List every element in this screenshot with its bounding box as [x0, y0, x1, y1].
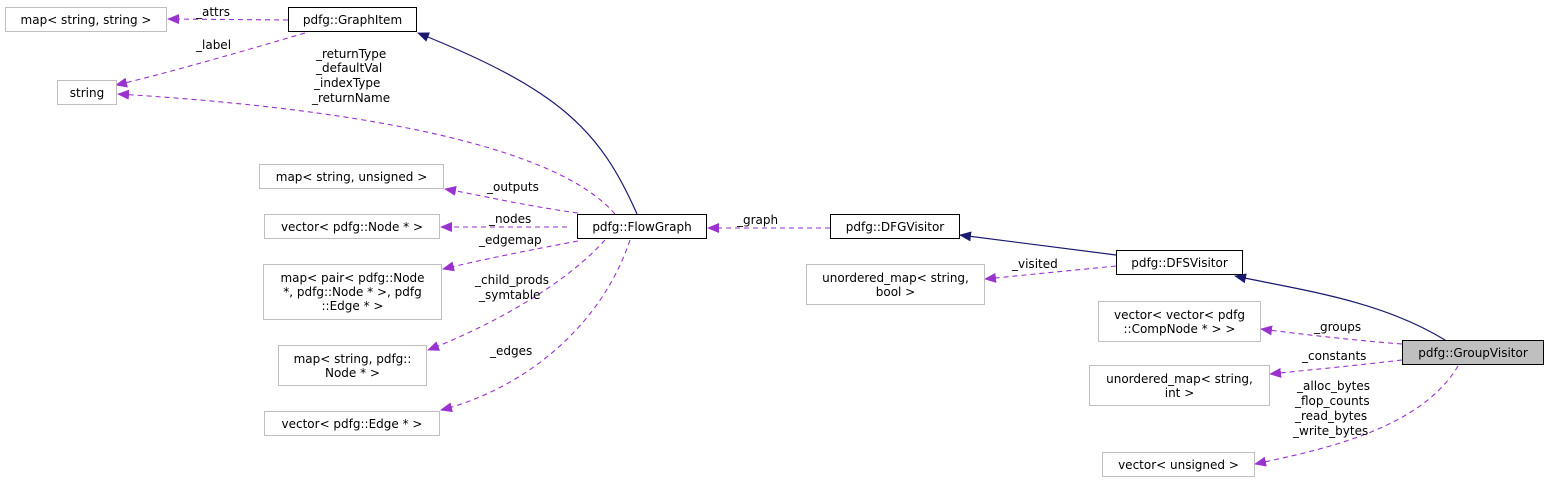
edge-flowgraph-edges — [440, 239, 631, 413]
node-flowgraph[interactable]: pdfg::FlowGraph — [577, 214, 707, 239]
node-map-pair-edge[interactable]: map< pair< pdfg::Node *, pdfg::Node * >,… — [263, 264, 442, 320]
edge-dfsvisitor-to-dfgvisitor — [959, 231, 1117, 256]
edge-label-indextype: _indexType — [313, 76, 380, 90]
edge-label-constants: _constants — [1301, 349, 1366, 363]
node-map-string-string[interactable]: map< string, string > — [5, 7, 167, 32]
edge-groupvisitor-to-dfsvisitor — [1234, 273, 1446, 341]
node-label: pdfg::DFSVisitor — [1131, 255, 1228, 270]
node-label-line: unordered_map< string, — [822, 270, 969, 285]
edge-flowgraph-to-graphitem — [417, 32, 638, 215]
node-dfsvisitor[interactable]: pdfg::DFSVisitor — [1116, 250, 1243, 275]
edge-label-readbytes: _read_bytes — [1294, 409, 1367, 423]
edge-label-symtable: _symtable — [478, 288, 540, 302]
edge-label-defaultval: _defaultVal — [315, 61, 382, 75]
node-dfgvisitor[interactable]: pdfg::DFGVisitor — [830, 214, 960, 239]
edge-label-allocbytes: _alloc_bytes — [1296, 379, 1370, 393]
node-label: vector< pdfg::Node * > — [280, 219, 424, 234]
edge-label-edgemap: _edgemap — [478, 233, 542, 247]
edge-groupvisitor-bytes — [1254, 365, 1459, 467]
node-vector-unsigned[interactable]: vector< unsigned > — [1102, 452, 1255, 477]
edge-label-visited: _visited — [1011, 257, 1058, 271]
edge-label-groups: _groups — [1313, 320, 1361, 334]
edge-label-flopcounts: _flop_counts — [1294, 394, 1370, 408]
node-label-line: Node * > — [324, 365, 380, 380]
node-map-string-unsigned[interactable]: map< string, unsigned > — [259, 164, 444, 189]
node-graphitem[interactable]: pdfg::GraphItem — [288, 7, 417, 32]
node-label: vector< unsigned > — [1118, 457, 1239, 472]
node-unordered-map-string-int[interactable]: unordered_map< string, int > — [1089, 365, 1270, 406]
edge-groupvisitor-constants — [1269, 359, 1403, 378]
edge-label-writebytes: _write_bytes — [1292, 424, 1368, 438]
edge-flowgraph-outputs — [444, 185, 579, 214]
edge-label-nodes: _nodes — [488, 212, 531, 226]
node-vector-edge-ptr[interactable]: vector< pdfg::Edge * > — [264, 411, 440, 436]
edge-label-returntype: _returnType — [315, 47, 386, 61]
edge-label-attrs: _attrs — [195, 5, 230, 19]
edge-flowgraph-edgemap — [442, 240, 579, 272]
node-label: map< string, string > — [20, 12, 152, 27]
node-label: vector< pdfg::Edge * > — [281, 416, 423, 431]
edge-label-childprods: _child_prods — [474, 273, 549, 287]
node-label: pdfg::DFGVisitor — [845, 219, 945, 234]
node-groupvisitor[interactable]: pdfg::GroupVisitor — [1402, 340, 1544, 365]
node-label-line: map< string, pdfg:: — [293, 351, 412, 366]
edge-graphitem-label — [115, 32, 306, 88]
node-label-line: ::CompNode * > > — [1123, 321, 1236, 336]
node-label-line: unordered_map< string, — [1106, 371, 1253, 386]
node-vector-node-ptr[interactable]: vector< pdfg::Node * > — [264, 214, 440, 239]
edge-dfsvisitor-visited — [984, 265, 1117, 283]
edge-label-outputs: _outputs — [486, 180, 539, 194]
node-label: pdfg::GraphItem — [302, 12, 403, 27]
node-label-line: bool > — [875, 284, 916, 299]
edge-groupvisitor-groups — [1260, 325, 1403, 345]
node-label: pdfg::FlowGraph — [592, 219, 692, 234]
node-map-string-node[interactable]: map< string, pdfg:: Node * > — [278, 345, 427, 386]
edge-flowgraph-string — [117, 89, 616, 215]
node-label: map< string, unsigned > — [275, 169, 428, 184]
node-label: string — [69, 85, 105, 100]
node-label-line: map< pair< pdfg::Node — [280, 271, 425, 285]
node-string[interactable]: string — [57, 80, 117, 105]
node-label-line: vector< vector< pdfg — [1114, 307, 1245, 322]
edge-graphitem-attrs — [167, 14, 289, 25]
node-label-line: int > — [1164, 385, 1195, 400]
edge-flowgraph-childprods — [427, 239, 606, 351]
node-unordered-map-string-bool[interactable]: unordered_map< string, bool > — [806, 264, 985, 305]
node-label: pdfg::GroupVisitor — [1418, 345, 1528, 360]
edge-label-returnname: _returnName — [311, 91, 390, 105]
edge-label-graph: _graph — [736, 213, 778, 227]
node-label-line: ::Edge * > — [321, 299, 384, 313]
node-vector-vector-compnode[interactable]: vector< vector< pdfg ::CompNode * > > — [1098, 301, 1261, 342]
node-label-line: *, pdfg::Node * >, pdfg — [283, 285, 422, 299]
edge-label-label: _label — [195, 38, 231, 52]
edge-label-edges: _edges — [489, 344, 532, 358]
